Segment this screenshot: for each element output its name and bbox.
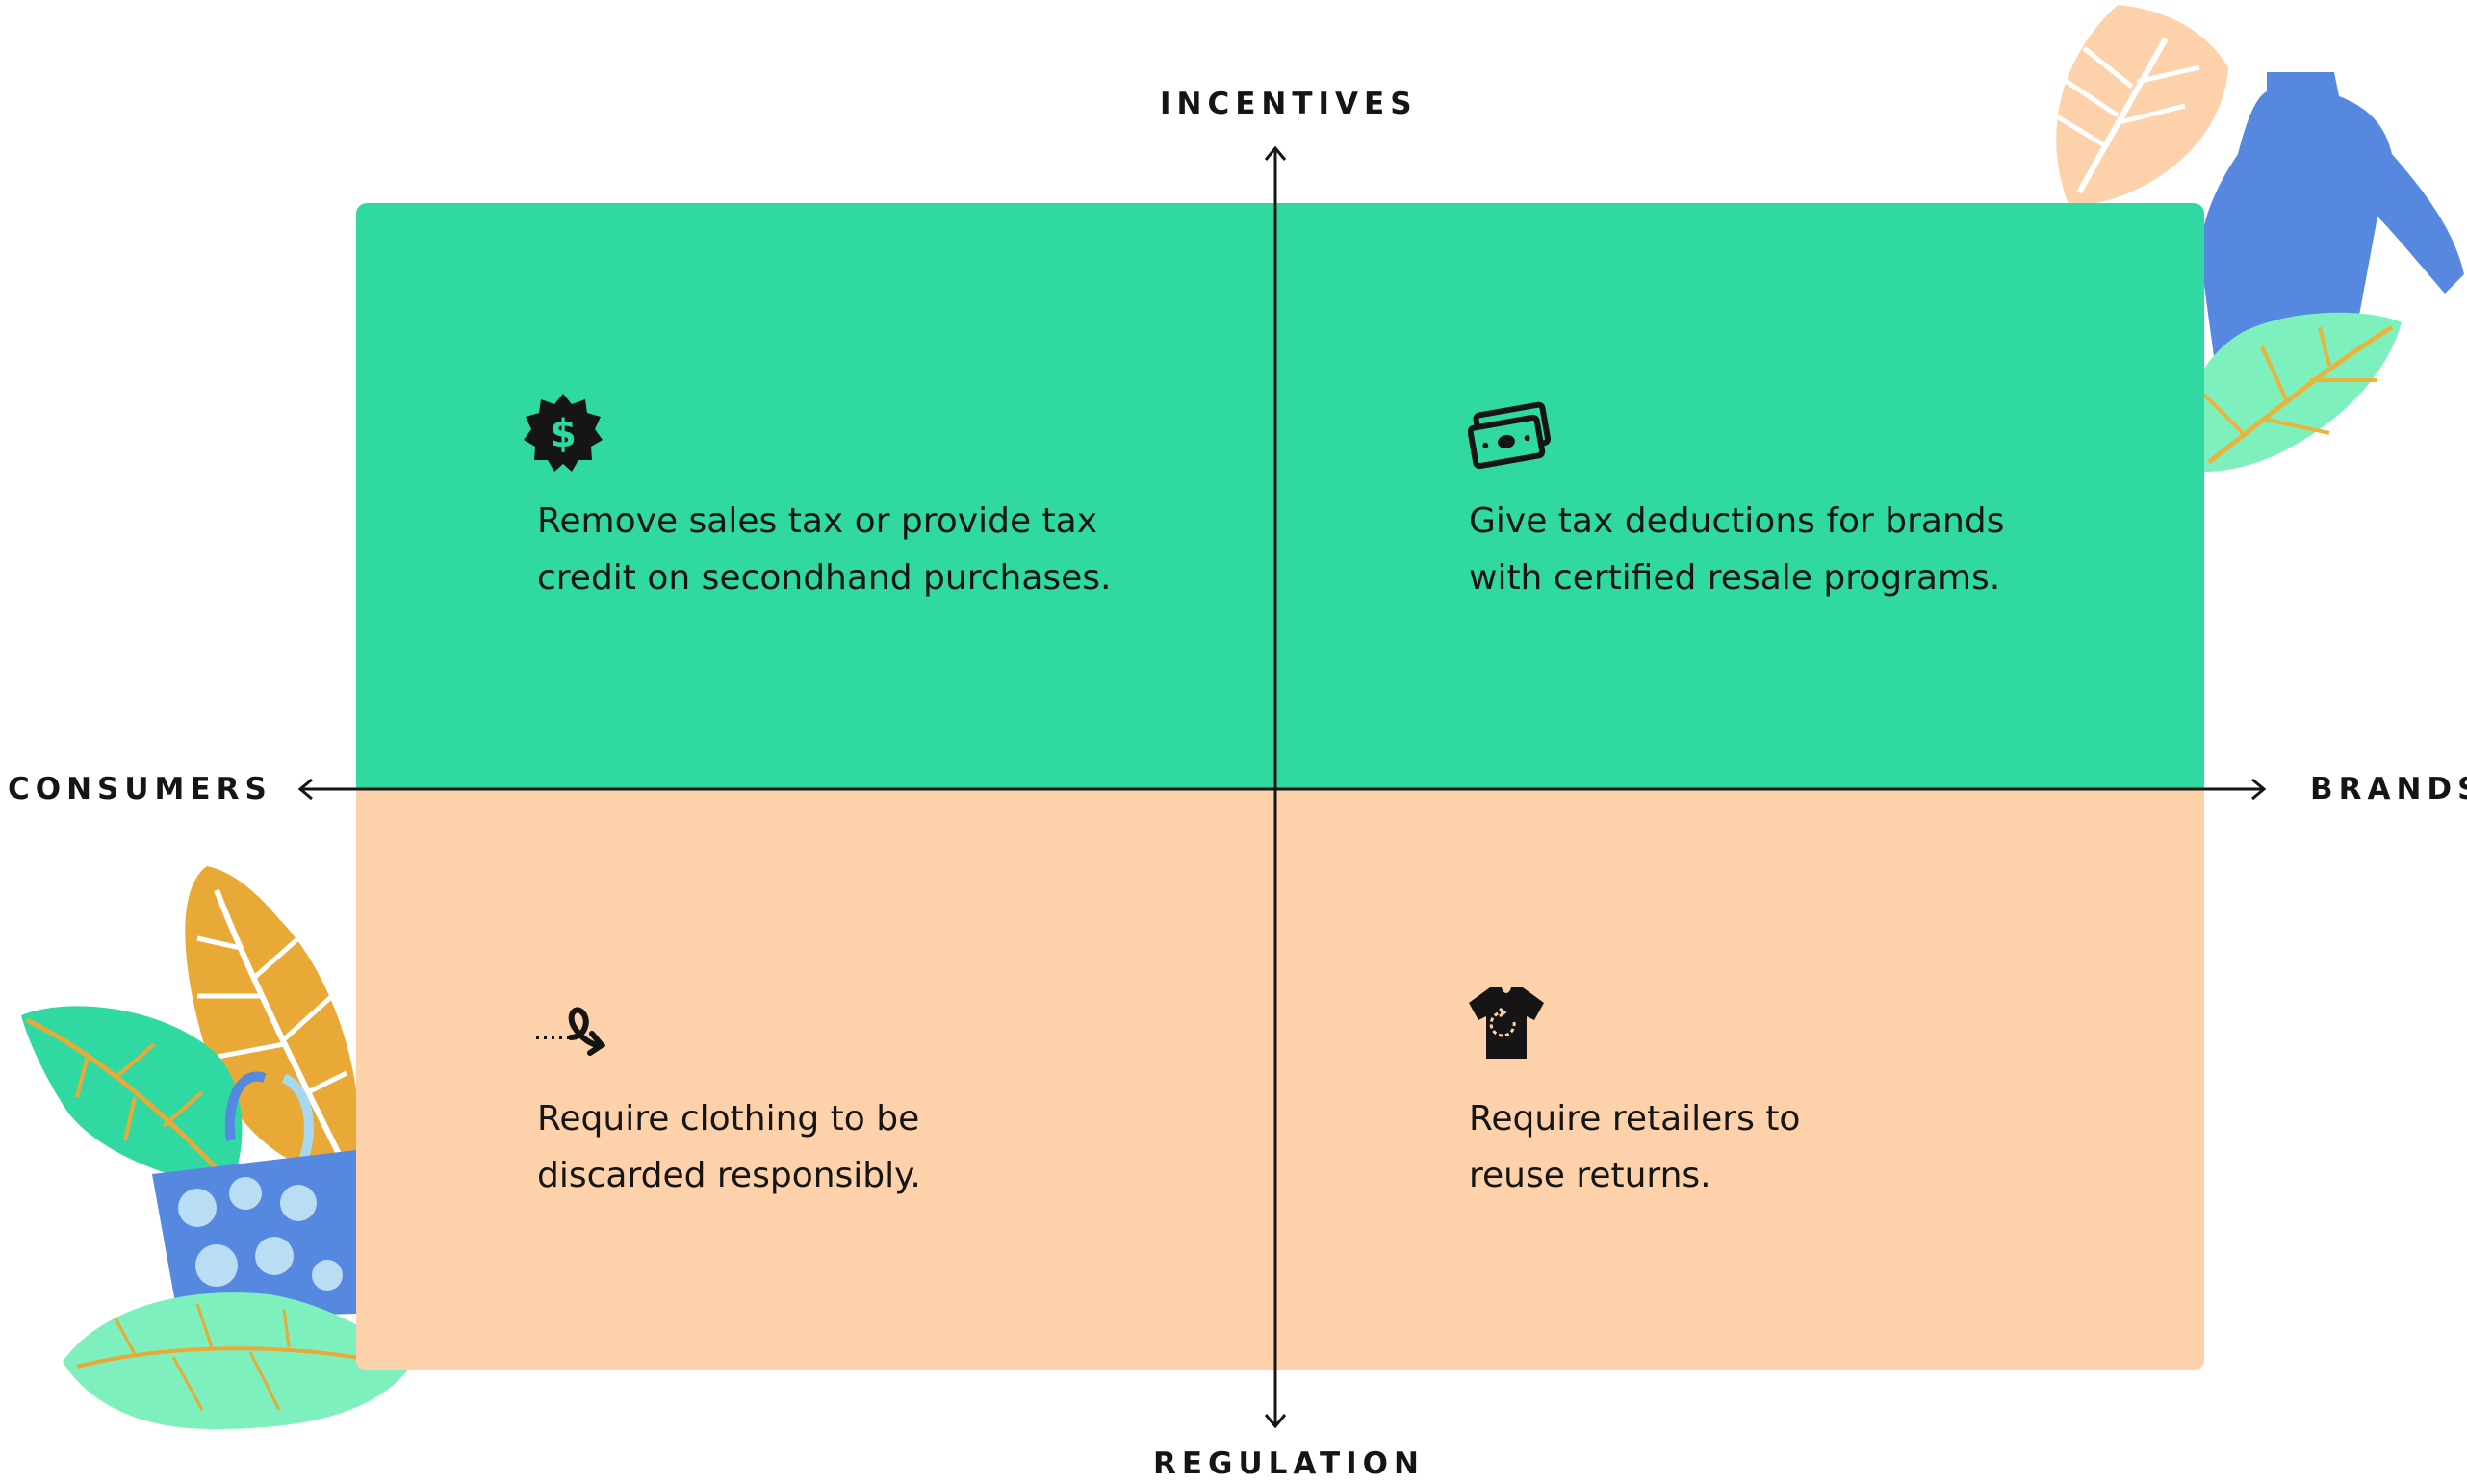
dollar-badge-icon: $ — [524, 394, 603, 472]
text-line: Remove sales tax or provide tax — [537, 501, 1098, 541]
text-line: reuse returns. — [1469, 1156, 1711, 1195]
axis-label-consumers: CONSUMERS — [8, 772, 272, 806]
axis-label-incentives: INCENTIVES — [1160, 87, 1418, 121]
text-line: discarded responsibly. — [537, 1156, 921, 1195]
arrow-down-icon — [1264, 1414, 1287, 1429]
arrow-right-icon — [2251, 778, 2267, 801]
regulation-panel — [356, 789, 2204, 1370]
text-line: Give tax deductions for brands — [1469, 501, 2005, 541]
text-line: with certified resale programs. — [1469, 558, 2001, 598]
tote-bag-leaves-illustration — [21, 866, 414, 1429]
tshirt-recycle-icon — [1469, 987, 1544, 1059]
axis-label-brands: BRANDS — [2310, 772, 2467, 806]
arrow-left-icon — [297, 778, 313, 801]
dotted-loop-arrow-icon — [536, 1007, 606, 1056]
sweater-leaves-illustration — [2053, 5, 2464, 472]
text-line: Require retailers to — [1469, 1099, 1801, 1139]
incentives-consumers-text: Remove sales tax or provide tax credit o… — [537, 493, 1230, 606]
axis-label-regulation: REGULATION — [1153, 1446, 1425, 1481]
text-line: credit on secondhand purchases. — [537, 558, 1112, 598]
cash-bills-icon — [1468, 401, 1552, 470]
svg-text:$: $ — [550, 412, 577, 456]
text-line: Require clothing to be — [537, 1099, 920, 1139]
regulation-consumers-text: Require clothing to be discarded respons… — [537, 1090, 1230, 1204]
incentives-brands-text: Give tax deductions for brands with cert… — [1469, 493, 2162, 606]
arrow-up-icon — [1264, 145, 1287, 161]
incentives-panel — [356, 203, 2204, 789]
regulation-brands-text: Require retailers to reuse returns. — [1469, 1090, 2162, 1204]
